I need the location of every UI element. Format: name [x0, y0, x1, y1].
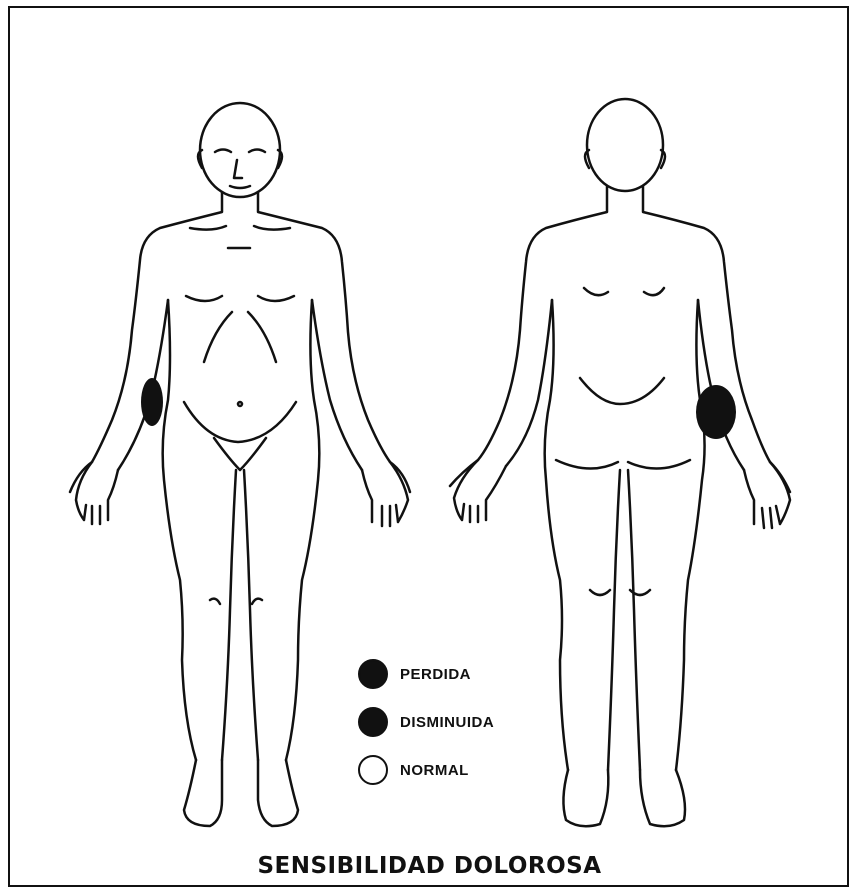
front-eyes — [215, 150, 265, 153]
front-collarbones — [190, 226, 290, 230]
legend-swatch-perdida — [358, 659, 388, 689]
legend-item-normal: NORMAL — [358, 746, 494, 794]
front-mouth — [230, 186, 250, 188]
front-affected-region — [141, 378, 163, 426]
legend-label-disminuida: DISMINUIDA — [400, 714, 494, 731]
front-knees — [210, 599, 262, 604]
legend: PERDIDA DISMINUIDA NORMAL — [358, 650, 494, 794]
back-ears — [585, 150, 665, 168]
front-left-leg-inner — [222, 470, 236, 760]
legend-item-disminuida: DISMINUIDA — [358, 698, 494, 746]
back-right-leg-outer — [676, 300, 705, 770]
legend-item-perdida: PERDIDA — [358, 650, 494, 698]
front-head — [200, 103, 280, 197]
diagram-title: SENSIBILIDAD DOLOROSA — [0, 853, 859, 879]
back-right-hand — [744, 462, 790, 528]
back-right-leg-inner — [628, 470, 640, 770]
legend-swatch-normal — [358, 755, 388, 785]
front-right-leg-outer — [286, 300, 319, 760]
back-left-hand — [454, 460, 506, 522]
back-body-figure — [450, 99, 790, 826]
front-right-foot — [258, 760, 298, 826]
back-left-leg-inner — [608, 470, 620, 770]
back-knees — [590, 590, 650, 595]
legend-label-normal: NORMAL — [400, 762, 469, 779]
back-lower-back — [580, 378, 664, 404]
front-ribs — [204, 312, 276, 362]
front-shoulders-arms-outer — [70, 192, 410, 492]
legend-label-perdida: PERDIDA — [400, 666, 471, 683]
back-buttocks — [556, 460, 690, 469]
front-navel — [238, 402, 242, 406]
back-head — [587, 99, 663, 191]
back-left-foot — [563, 770, 608, 826]
front-right-leg-inner — [244, 470, 258, 760]
front-left-foot — [184, 760, 222, 826]
front-left-leg-outer — [163, 300, 196, 760]
front-left-arm-inner — [118, 300, 168, 470]
legend-swatch-disminuida — [358, 707, 388, 737]
front-chest — [186, 296, 294, 301]
back-shoulder-blades — [584, 288, 664, 295]
back-affected-region — [696, 385, 736, 439]
front-nose — [234, 160, 242, 178]
back-shoulders-arms-outer — [450, 186, 790, 492]
front-abdomen — [184, 402, 296, 442]
back-left-leg-outer — [545, 300, 568, 770]
back-right-foot — [640, 770, 685, 826]
